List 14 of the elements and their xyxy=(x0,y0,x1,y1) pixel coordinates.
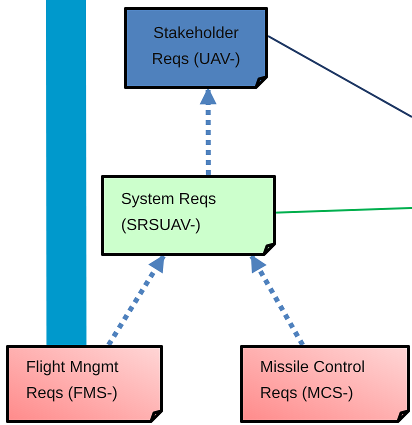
node-label: Flight Mngmt Reqs (FMS-) xyxy=(26,358,120,404)
note-box xyxy=(6,345,163,423)
node-label: System Reqs (SRSUAV-) xyxy=(121,190,218,236)
connector-line xyxy=(276,207,412,214)
node-label: Missile Control Reqs (MCS-) xyxy=(260,358,366,404)
connector-line xyxy=(268,35,412,118)
note-box xyxy=(240,345,410,423)
dotted-arrow xyxy=(250,254,305,346)
dotted-arrow xyxy=(200,87,217,175)
thick-connector xyxy=(46,0,86,346)
node-label: Stakeholder Reqs (UAV-) xyxy=(150,24,242,70)
note-box xyxy=(124,7,268,89)
dotted-arrow xyxy=(106,254,166,346)
note-box xyxy=(101,175,276,256)
